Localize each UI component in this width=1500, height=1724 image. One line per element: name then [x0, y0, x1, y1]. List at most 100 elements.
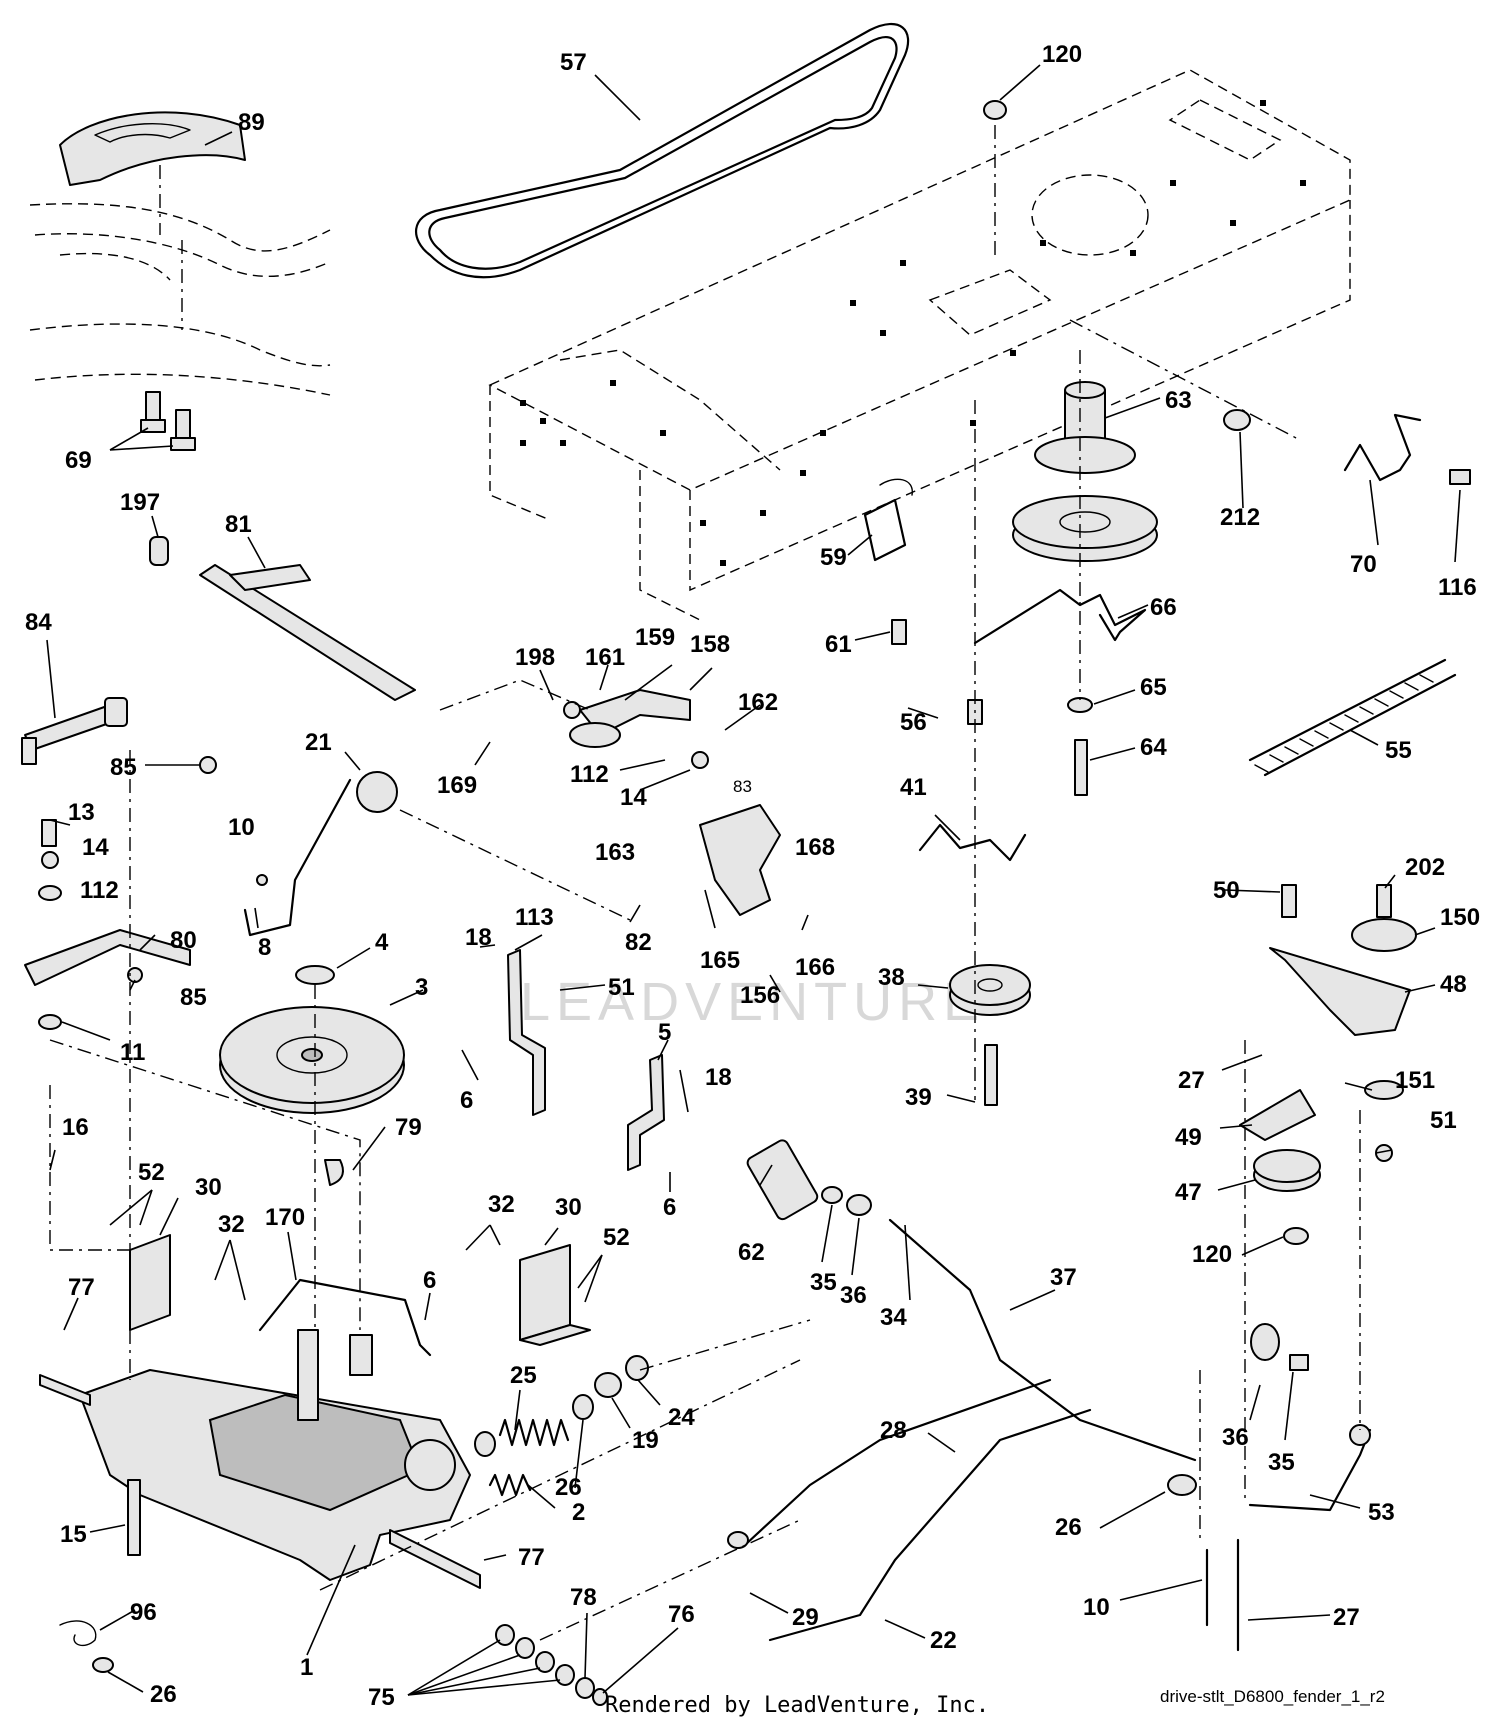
callout-13: 13: [68, 799, 95, 826]
callout-170: 170: [265, 1204, 305, 1231]
bracket-80: [24, 819, 191, 1030]
rod-70: [1343, 413, 1471, 485]
callout-168: 168: [795, 834, 835, 861]
callout-120: 120: [1042, 41, 1082, 68]
callout-82: 82: [625, 929, 652, 956]
rod-53: [1248, 1424, 1372, 1512]
rod-84: [21, 697, 217, 774]
callout-66: 66: [1150, 594, 1177, 621]
rod-22: [768, 1408, 1092, 1642]
spring-55: [1248, 658, 1457, 777]
washers-75-78-76: [495, 1624, 608, 1706]
callout-75: 75: [368, 1684, 395, 1711]
callout-3: 3: [415, 974, 428, 1001]
callout-77: 77: [518, 1544, 545, 1571]
callout-85: 85: [110, 754, 137, 781]
callout-11: 11: [120, 1039, 145, 1066]
callout-10: 10: [1083, 1594, 1110, 1621]
guard-59: [863, 478, 913, 562]
footer-credit: Rendered by LeadVenture, Inc.: [605, 1693, 989, 1718]
callout-36: 36: [840, 1282, 867, 1309]
callout-202: 202: [1405, 854, 1445, 881]
bracket-30-left: [129, 1234, 171, 1331]
callout-6: 6: [663, 1194, 676, 1221]
callout-29: 29: [792, 1604, 819, 1631]
shaft-81: [149, 536, 416, 701]
callout-22: 22: [930, 1627, 957, 1654]
pulley-38: [949, 964, 1031, 1106]
callout-51: 51: [1430, 1107, 1457, 1134]
nut-120-top: [983, 100, 1007, 120]
callout-150: 150: [1440, 904, 1480, 931]
pulley-63: [1012, 381, 1158, 562]
callout-14: 14: [82, 834, 109, 861]
callout-49: 49: [1175, 1124, 1202, 1151]
callout-161: 161: [585, 644, 625, 671]
callout-34: 34: [880, 1304, 907, 1331]
callout-83: 83: [733, 777, 752, 796]
callout-113: 113: [515, 904, 554, 931]
callout-25: 25: [510, 1362, 537, 1389]
callout-21: 21: [305, 729, 332, 756]
bracket-5: [627, 1054, 665, 1171]
callout-27: 27: [1178, 1067, 1205, 1094]
frame-outline: [488, 69, 1351, 621]
callout-70: 70: [1350, 551, 1377, 578]
callout-84: 84: [25, 609, 52, 636]
callout-37: 37: [1050, 1264, 1077, 1291]
callout-81: 81: [225, 511, 252, 538]
callout-30: 30: [555, 1194, 582, 1221]
callout-78: 78: [570, 1584, 597, 1611]
callout-162: 162: [738, 689, 778, 716]
callout-80: 80: [170, 927, 197, 954]
callout-112: 112: [570, 761, 609, 788]
callout-57: 57: [560, 49, 587, 76]
pulley-3: [219, 965, 405, 1186]
callout-165: 165: [700, 947, 740, 974]
callout-116: 116: [1438, 574, 1477, 601]
callout-labels: 57 120 89 69 197 81 63 212 70 116 59 66 …: [25, 41, 1480, 1711]
nut-212: [1223, 409, 1251, 431]
callout-120: 120: [1192, 1241, 1232, 1268]
callout-55: 55: [1385, 737, 1412, 764]
callout-26: 26: [555, 1474, 582, 1501]
callout-65: 65: [1140, 674, 1167, 701]
callout-69: 69: [65, 447, 92, 474]
callout-159: 159: [635, 624, 675, 651]
callout-24: 24: [668, 1404, 695, 1431]
callout-18: 18: [465, 924, 492, 951]
callout-26: 26: [1055, 1514, 1082, 1541]
callout-16: 16: [62, 1114, 89, 1141]
callout-32: 32: [488, 1191, 515, 1218]
callout-52: 52: [138, 1159, 165, 1186]
callout-48: 48: [1440, 971, 1467, 998]
callout-169: 169: [437, 772, 477, 799]
callout-52: 52: [603, 1224, 630, 1251]
alignment-lines: [49, 125, 1361, 1641]
callout-35: 35: [1268, 1449, 1295, 1476]
callout-26: 26: [150, 1681, 177, 1708]
callout-18: 18: [705, 1064, 732, 1091]
spring-2: [488, 1473, 532, 1497]
callout-5: 5: [658, 1019, 671, 1046]
callout-28: 28: [880, 1417, 907, 1444]
callout-212: 212: [1220, 504, 1260, 531]
bracket-49-pulley-47: [1239, 1089, 1321, 1245]
frame-holes: [520, 100, 1306, 566]
rod-34: [888, 1218, 1197, 1462]
callout-77: 77: [68, 1274, 95, 1301]
callout-158: 158: [690, 631, 730, 658]
bracket-30-right: [519, 1244, 591, 1346]
transaxle-1: [39, 1329, 481, 1589]
callout-89: 89: [238, 109, 265, 136]
idler-arm-66: [973, 588, 1147, 645]
drive-belt-57: [414, 22, 910, 279]
callout-76: 76: [668, 1601, 695, 1628]
spring-25: [498, 1418, 570, 1447]
callout-27: 27: [1333, 1604, 1360, 1631]
callout-56: 56: [900, 709, 927, 736]
callout-10: 10: [228, 814, 255, 841]
shift-lever-8: [243, 771, 398, 937]
fender-outline: [29, 165, 331, 396]
